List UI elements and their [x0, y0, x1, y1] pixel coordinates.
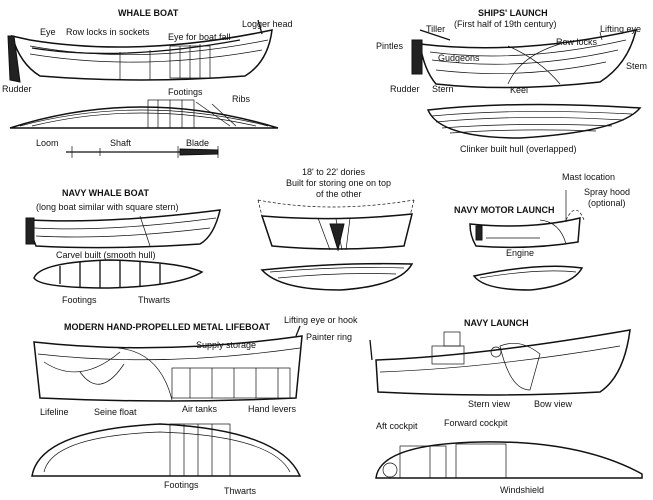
navy-whale-boat-title: NAVY WHALE BOAT: [62, 188, 149, 198]
label-spray-hood: Spray hood: [584, 187, 631, 197]
label-aft-cockpit: Aft cockpit: [376, 421, 418, 431]
navy-launch-side-view: [369, 329, 631, 396]
label-rudder-launch: Rudder: [390, 84, 420, 94]
navy-launch-plan-view: [375, 441, 643, 479]
label-shaft: Shaft: [110, 138, 132, 148]
navy-motor-launch-title: NAVY MOTOR LAUNCH: [454, 205, 555, 215]
oar-drawing: [66, 146, 219, 158]
whale-boat-plan-view: [9, 99, 279, 129]
whale-boat-title: WHALE BOAT: [118, 8, 179, 18]
label-footings: Footings: [168, 87, 203, 97]
whale-boat-side-view: [7, 19, 273, 83]
label-footings-lifeboat: Footings: [164, 480, 199, 490]
label-row-locks: Row locks in sockets: [66, 27, 150, 37]
navy-whale-boat-subtitle: (long boat similar with square stern): [36, 202, 179, 212]
metal-lifeboat-title: MODERN HAND-PROPELLED METAL LIFEBOAT: [64, 322, 270, 332]
label-mast-location: Mast location: [562, 172, 616, 182]
label-forward-cockpit: Forward cockpit: [444, 418, 508, 428]
label-rudder: Rudder: [2, 84, 32, 94]
label-lifting-eye: Lifting eye: [600, 24, 642, 34]
ships-launch-title: SHIPS' LAUNCH: [478, 8, 548, 18]
label-loom: Loom: [36, 138, 59, 148]
label-seine-float: Seine float: [94, 407, 137, 417]
label-footings-navy: Footings: [62, 295, 97, 305]
navy-motor-launch-side-view: [469, 190, 585, 249]
label-eye-boat-fall: Eye for boat fall: [168, 32, 231, 42]
ships-launch-subtitle: (First half of 19th century): [454, 19, 557, 29]
label-row-locks-launch: Row locks: [556, 37, 598, 47]
label-supply-storage: Supply storage: [196, 340, 257, 350]
label-ribs: Ribs: [232, 94, 251, 104]
label-hand-levers: Hand levers: [248, 404, 297, 414]
navy-launch-title: NAVY LAUNCH: [464, 318, 529, 328]
label-thwarts-lifeboat: Thwarts: [224, 486, 257, 496]
label-pintles: Pintles: [376, 41, 404, 51]
label-eye: Eye: [40, 27, 56, 37]
label-lifting-eye-hook: Lifting eye or hook: [284, 315, 358, 325]
label-tiller: Tiller: [426, 24, 446, 34]
label-stern: Stern: [432, 84, 454, 94]
label-bow-view: Bow view: [534, 399, 573, 409]
dories-caption-line3: of the other: [316, 189, 362, 199]
label-lifeline: Lifeline: [40, 407, 69, 417]
ships-launch-side-view: [411, 29, 638, 89]
label-windshield: Windshield: [500, 485, 545, 495]
navy-whale-boat-side-view: [25, 209, 221, 249]
label-air-tanks: Air tanks: [182, 404, 218, 414]
label-thwarts-navy: Thwarts: [138, 295, 171, 305]
label-engine: Engine: [506, 248, 535, 258]
label-gudgeons: Gudgeons: [438, 53, 480, 63]
label-clinker: Clinker built hull (overlapped): [460, 144, 577, 154]
metal-lifeboat-side-view: [33, 325, 303, 402]
label-logger-head: Logger head: [242, 19, 293, 29]
navy-whale-boat-plan-view: [33, 259, 204, 289]
label-optional: (optional): [588, 198, 626, 208]
metal-lifeboat-plan-view: [31, 423, 302, 477]
label-painter-ring: Painter ring: [306, 332, 353, 342]
label-carvel: Carvel built (smooth hull): [56, 250, 156, 260]
label-stem: Stem: [626, 61, 648, 71]
dories-caption-line2: Built for storing one on top: [286, 178, 392, 188]
ships-launch-clinker-hull: [426, 103, 642, 139]
dories-caption-line1: 18' to 22' dories: [302, 167, 365, 177]
label-blade: Blade: [186, 138, 210, 148]
label-stern-view: Stern view: [468, 399, 511, 409]
dory-stacked-side-view: [257, 199, 415, 252]
navy-motor-launch-hull-view: [472, 265, 584, 291]
dory-hull-view: [260, 262, 414, 291]
label-keel: Keel: [510, 85, 529, 95]
